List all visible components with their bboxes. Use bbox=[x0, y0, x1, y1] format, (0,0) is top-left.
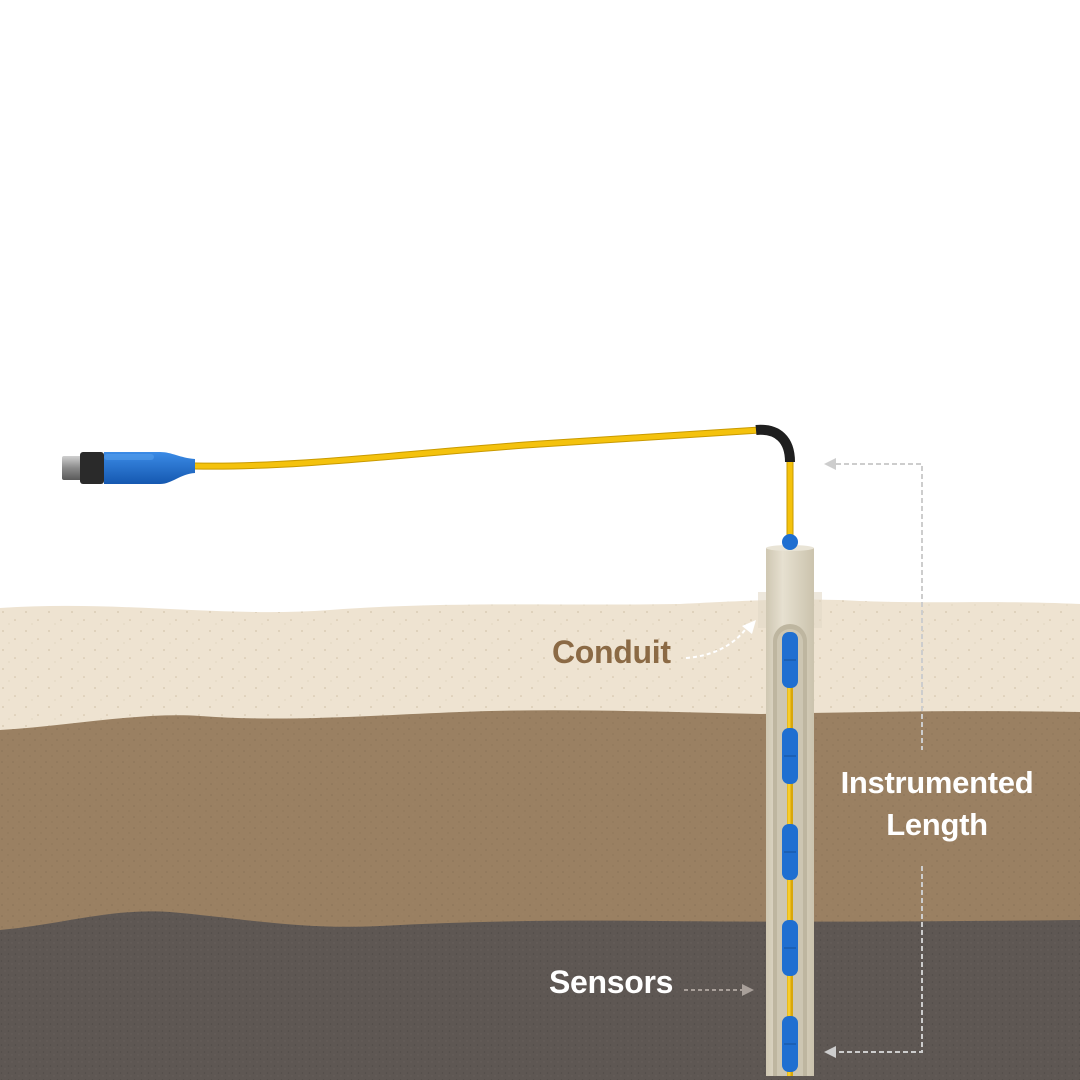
conduit-arrow bbox=[685, 620, 756, 659]
cable-entry-cap bbox=[782, 534, 798, 550]
conduit-label: Conduit bbox=[552, 634, 671, 670]
sensors-arrow bbox=[684, 984, 754, 996]
instrumented-length-line1: Instrumented bbox=[840, 765, 1034, 800]
soil-layer-bottom bbox=[0, 911, 1080, 1080]
cable-connector-icon bbox=[62, 452, 195, 484]
instrumented-length-line2: Length bbox=[886, 807, 988, 842]
sensors-label: Sensors bbox=[549, 964, 674, 1000]
instrumented-length-bracket bbox=[824, 458, 923, 1058]
cable-bend-relief bbox=[755, 424, 795, 463]
sensors-group bbox=[782, 632, 798, 1072]
instrumented-length-label: Instrumented Length bbox=[826, 762, 1048, 846]
